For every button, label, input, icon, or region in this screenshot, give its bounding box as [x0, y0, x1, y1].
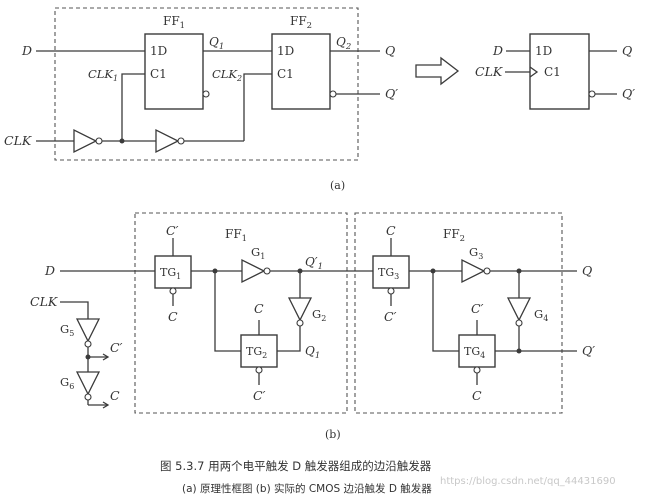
tg3-label: TG3 — [378, 266, 399, 281]
figure-caption-subtitle: (a) 原理性框图 (b) 实际的 CMOS 边沿触发 D 触发器 — [182, 482, 432, 495]
g6-inverter — [75, 371, 101, 396]
equivalent-ff-block — [529, 33, 590, 110]
ff2-pin-c1: C1 — [277, 67, 294, 81]
tg3-bottom-label: C′ — [384, 309, 397, 324]
tg2-label: TG2 — [246, 345, 267, 360]
g3-label: G3 — [469, 245, 483, 261]
tg4-bottom-bubble — [473, 366, 481, 374]
clk1-label: CLK1 — [88, 67, 118, 83]
tg1-label: TG1 — [160, 266, 181, 281]
ff2-title: FF2 — [290, 14, 312, 31]
b-input-clk-label: CLK — [30, 294, 58, 309]
b-c-label: C — [110, 388, 120, 403]
g4-inverter — [506, 297, 532, 322]
ff1-title: FF1 — [163, 14, 185, 31]
q1-b-label: Q1 — [305, 344, 320, 361]
ff2-dashed-frame — [354, 212, 563, 414]
cn-arrow-head — [102, 353, 110, 361]
g2-inverter — [287, 297, 313, 322]
output-qn-label: Q′ — [385, 86, 398, 101]
clk-inverter-2 — [155, 128, 180, 154]
b-wire-clk — [60, 301, 89, 319]
equivalent-pin-1d: 1D — [535, 44, 552, 58]
g1-inverter — [241, 258, 266, 284]
diagram-b-label: (b) — [325, 428, 341, 441]
g4-bubble — [515, 319, 523, 327]
g2-label: G2 — [312, 307, 326, 323]
g3-bubble — [483, 267, 491, 275]
g5-label: G5 — [60, 322, 74, 338]
tg1-top-label: C′ — [166, 223, 179, 238]
b-cn-label: C′ — [110, 340, 123, 355]
ff1-pin-1d: 1D — [150, 44, 167, 58]
ff1-block — [144, 33, 204, 110]
b-wire-g2-to-tg2 — [277, 326, 301, 352]
b-input-d-label: D — [44, 263, 55, 278]
tg2-top-label: C — [254, 301, 264, 316]
clk-inverter-2-bubble — [177, 137, 185, 145]
diagram-b: FF1 FF2 D TG1 C′ C G1 Q′1 G2 Q1 TG2 — [30, 212, 595, 441]
input-d-label: D — [21, 43, 32, 58]
ff2-qn-bubble — [329, 90, 337, 98]
equivalent-qn-bubble — [588, 90, 596, 98]
clk-inverter-1 — [73, 128, 98, 154]
equivalent-output-q-label: Q — [622, 43, 632, 58]
ff2-b-title: FF2 — [443, 227, 465, 244]
c-arrow-head — [102, 401, 110, 409]
equivalent-output-qn-label: Q′ — [622, 86, 635, 101]
b-wire-tg4-feedback — [432, 271, 459, 352]
equivalence-arrow — [415, 56, 460, 86]
ff1-dashed-frame — [134, 212, 348, 414]
diagram-a: FF1 1D C1 FF2 1D C1 D Q1 Q2 Q Q′ CLK1 CL… — [4, 7, 635, 192]
tg4-bottom-label: C — [472, 388, 482, 403]
tg2-bottom-label: C′ — [253, 388, 266, 403]
ff1-qn-bubble — [202, 90, 210, 98]
q1-label: Q1 — [209, 35, 224, 52]
g5-inverter — [75, 318, 101, 343]
tg1-block — [154, 255, 192, 289]
g4-label: G4 — [534, 307, 548, 323]
ff1-b-title: FF1 — [225, 227, 247, 244]
tg4-block — [458, 334, 496, 368]
ff2-pin-1d: 1D — [277, 44, 294, 58]
clk2-label: CLK2 — [212, 67, 242, 83]
wire-clk1 — [121, 73, 145, 141]
equivalent-input-d-label: D — [492, 43, 503, 58]
figure-caption-title: 图 5.3.7 用两个电平触发 D 触发器组成的边沿触发器 — [160, 459, 432, 473]
tg1-bottom-label: C — [168, 309, 178, 324]
equivalent-input-clk-label: CLK — [475, 64, 503, 79]
g1-bubble — [263, 267, 271, 275]
clk-inverter-1-bubble — [95, 137, 103, 145]
g1-label: G1 — [251, 245, 265, 261]
tg4-label: TG4 — [464, 345, 485, 360]
b-output-q-label: Q — [582, 263, 592, 278]
edge-trigger-symbol — [529, 66, 539, 78]
tg3-top-label: C — [386, 223, 396, 238]
g2-bubble — [296, 319, 304, 327]
diagram-a-label: (a) — [330, 179, 345, 192]
wire-clk2 — [243, 73, 272, 141]
tg2-bottom-bubble — [255, 366, 263, 374]
ff1-pin-c1: C1 — [150, 67, 167, 81]
tg4-top-label: C′ — [471, 301, 484, 316]
ff2-block — [271, 33, 331, 110]
tg3-bottom-bubble — [387, 287, 395, 295]
tg1-bottom-bubble — [169, 287, 177, 295]
watermark: https://blog.csdn.net/qq_44431690 — [440, 476, 616, 487]
equivalent-pin-c1: C1 — [544, 65, 561, 79]
diagram-a-dashed-frame — [54, 7, 359, 161]
q2-label: Q2 — [336, 35, 351, 52]
b-output-qn-label: Q′ — [582, 343, 595, 358]
clk1-junction — [119, 138, 125, 144]
output-q-label: Q — [385, 43, 395, 58]
input-clk-label: CLK — [4, 133, 32, 148]
g6-bubble — [84, 393, 92, 401]
g6-label: G6 — [60, 375, 74, 391]
g3-inverter — [461, 258, 486, 284]
q1p-label: Q′1 — [305, 255, 323, 272]
b-wire-tg2-feedback — [214, 271, 241, 352]
g5-bubble — [84, 340, 92, 348]
